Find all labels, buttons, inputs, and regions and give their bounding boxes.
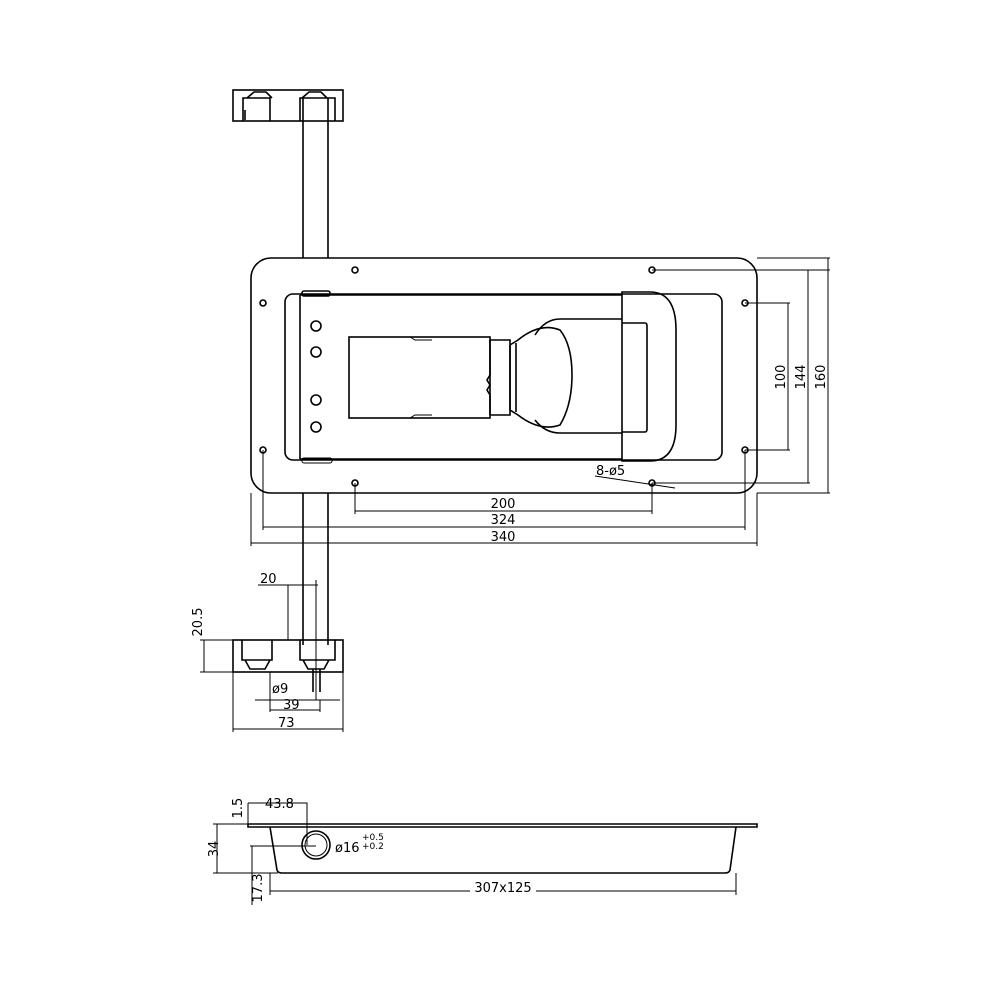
dim-73: 73 xyxy=(278,716,295,731)
dim-160: 160 xyxy=(814,365,829,390)
side-view: 43.8 1.5 34 17.3 ø16 +0.5 +0.2 307x125 xyxy=(207,797,758,905)
dim-20-5: 20.5 xyxy=(191,608,206,637)
dim-tol-lower: +0.2 xyxy=(362,842,384,852)
mounting-holes xyxy=(259,266,749,487)
dim-rod-diameter: ø9 xyxy=(272,682,288,697)
rivet-holes xyxy=(310,320,322,433)
dim-200: 200 xyxy=(491,497,516,512)
dim-34: 34 xyxy=(207,841,222,858)
latch-plate xyxy=(250,257,758,494)
dim-tol-upper: +0.5 xyxy=(362,833,384,843)
dim-340: 340 xyxy=(491,530,516,545)
dim-20: 20 xyxy=(260,572,277,587)
rod xyxy=(302,98,329,645)
dim-tray-size: 307x125 xyxy=(474,881,531,896)
dim-324: 324 xyxy=(491,513,516,528)
dim-43-8: 43.8 xyxy=(265,797,294,812)
bottom-bracket: 20 20.5 ø9 39 73 xyxy=(191,572,344,732)
top-bracket xyxy=(232,89,344,122)
dim-1-5: 1.5 xyxy=(231,798,246,819)
dim-39: 39 xyxy=(283,698,300,713)
dim-hole-diameter: ø16 xyxy=(335,841,360,856)
dim-144: 144 xyxy=(794,365,809,390)
dim-holes: 8-ø5 xyxy=(596,464,625,479)
dim-17-3: 17.3 xyxy=(251,874,266,903)
main-dimensions: 200 324 340 100 144 160 8-ø5 xyxy=(250,257,830,546)
dim-100: 100 xyxy=(774,365,789,390)
